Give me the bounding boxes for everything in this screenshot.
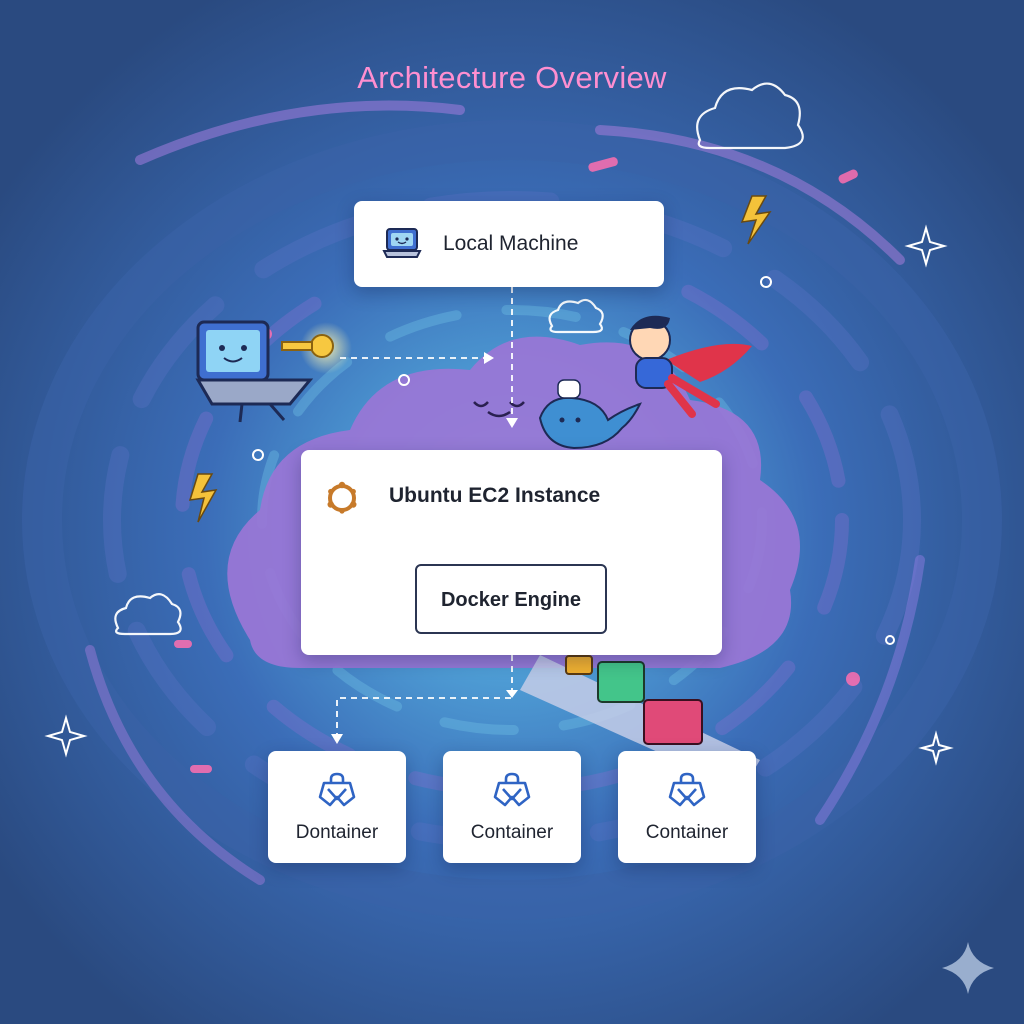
container-node-3[interactable]: Container [618,751,756,863]
docker-engine-label: Docker Engine [417,589,605,612]
container-label: Container [618,822,756,844]
container-label: Container [443,822,581,844]
ubuntu-logo-icon [325,481,359,515]
container-logo-icon [666,771,708,809]
container-node-2[interactable]: Container [443,751,581,863]
container-node-1[interactable]: Dontainer [268,751,406,863]
laptop-icon [382,223,422,263]
container-logo-icon [491,771,533,809]
ec2-instance-node[interactable]: Ubuntu EC2 Instance Docker Engine [301,450,722,655]
docker-engine-node[interactable]: Docker Engine [415,564,607,634]
local-machine-label: Local Machine [443,232,578,256]
container-logo-icon [316,771,358,809]
local-machine-node[interactable]: Local Machine [354,201,664,287]
diagram-title: Architecture Overview [0,60,1024,96]
ec2-instance-label: Ubuntu EC2 Instance [389,484,600,508]
container-label: Dontainer [268,822,406,844]
